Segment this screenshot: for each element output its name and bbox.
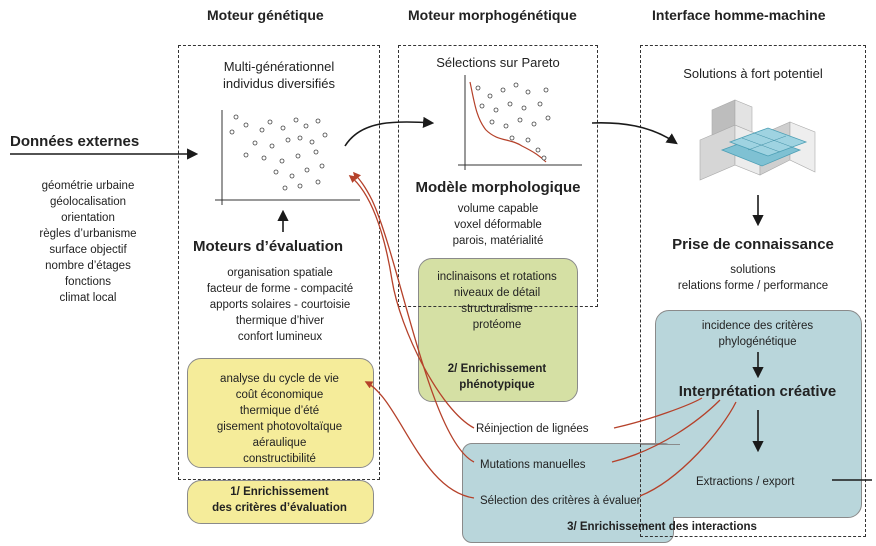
eval-item: thermique d’hiver [235, 315, 325, 327]
yellow-enrichment-box [187, 358, 374, 468]
yellow-item: analyse du cycle de vie [220, 373, 339, 385]
yellow-item: constructibilité [243, 453, 316, 465]
eval-list: organisation spatiale facteur de forme -… [180, 265, 380, 345]
yellow-item: gisement photovoltaïque [216, 421, 343, 433]
model-item: voxel déformable [454, 219, 542, 231]
blue-connector [640, 444, 680, 517]
external-item: fonctions [64, 276, 112, 288]
genetic-frame [178, 45, 380, 480]
green-enrichment-box [418, 258, 578, 402]
external-title: Données externes [10, 133, 140, 150]
yellow-list: analyse du cycle de vie coût économique … [187, 371, 372, 467]
reinjection-label: Réinjection de lignées [476, 423, 589, 435]
pareto-plot [458, 75, 582, 170]
blue-bottom-box [462, 443, 674, 543]
external-item: nombre d’étages [45, 260, 131, 272]
blue-list: incidence des critères phylogénétique [655, 318, 860, 350]
model-list: volume capable voxel déformable parois, … [400, 201, 596, 249]
header-morpho: Moteur morphogénétique [408, 7, 577, 23]
external-item: orientation [61, 212, 115, 224]
header-genetic: Moteur génétique [207, 7, 324, 23]
external-item: climat local [59, 292, 117, 304]
yellow-item: aéraulique [252, 437, 307, 449]
model-item: parois, matérialité [452, 235, 544, 247]
green-caption-line: 2/ Enrichissement [447, 363, 547, 375]
eval-title: Moteurs d’évaluation [193, 238, 344, 255]
flow-arrows [10, 116, 872, 481]
external-item: règles d’urbanisme [39, 228, 137, 240]
knowledge-item: solutions [730, 264, 776, 276]
blue-item: phylogénétique [718, 336, 797, 348]
eval-item: confort lumineux [237, 331, 323, 343]
hmi-top-label: Solutions à fort potentiel [683, 66, 823, 81]
genetic-plot-label-line: individus diversifiés [223, 76, 335, 91]
blue-caption: 3/ Enrichissement des interactions [567, 521, 757, 533]
external-item: géométrie urbaine [41, 180, 135, 192]
yellow-caption-box [187, 480, 374, 524]
external-item: surface objectif [49, 244, 127, 256]
genetic-scatter-plot [215, 110, 360, 205]
green-caption: 2/ Enrichissement phénotypique [418, 361, 576, 393]
building-model-icon [699, 99, 816, 181]
yellow-caption-line: des critères d’évaluation [212, 502, 347, 514]
knowledge-item: relations forme / performance [677, 280, 829, 292]
morpho-frame [398, 45, 598, 307]
mutations-label: Mutations manuelles [480, 459, 586, 471]
genetic-plot-label-line: Multi-générationnel [223, 59, 335, 74]
blue-item: incidence des critères [701, 320, 814, 332]
model-title: Modèle morphologique [415, 179, 581, 196]
eval-item: facteur de forme - compacité [206, 283, 354, 295]
header-hmi: Interface homme-machine [652, 7, 826, 23]
knowledge-list: solutions relations forme / performance [642, 262, 864, 294]
green-item: inclinaisons et rotations [437, 271, 557, 283]
green-item: structuralisme [461, 303, 533, 315]
model-item: volume capable [457, 203, 539, 215]
genetic-plot-label: Multi-générationnel individus diversifié… [186, 58, 372, 92]
feedback-arrows [348, 171, 737, 499]
morpho-plot-label: Sélections sur Pareto [436, 55, 560, 70]
green-caption-line: phénotypique [459, 379, 535, 391]
green-item: protéome [472, 319, 522, 331]
eval-item: organisation spatiale [227, 267, 333, 279]
external-item: géolocalisation [49, 196, 127, 208]
green-item: niveaux de détail [453, 287, 541, 299]
selection-label: Sélection des critères à évaluer [480, 495, 641, 507]
export-label: Extractions / export [696, 476, 795, 488]
hmi-frame [640, 45, 866, 537]
knowledge-title: Prise de connaissance [672, 236, 834, 253]
external-list: géométrie urbaine géolocalisation orient… [10, 178, 166, 306]
green-list: inclinaisons et rotations niveaux de dét… [418, 269, 576, 333]
yellow-item: coût économique [235, 389, 324, 401]
yellow-item: thermique d’été [239, 405, 320, 417]
yellow-caption: 1/ Enrichissement des critères d’évaluat… [187, 484, 372, 516]
eval-item: apports solaires - courtoisie [209, 299, 351, 311]
creative-title: Interprétation créative [678, 383, 837, 400]
yellow-caption-line: 1/ Enrichissement [230, 486, 329, 498]
